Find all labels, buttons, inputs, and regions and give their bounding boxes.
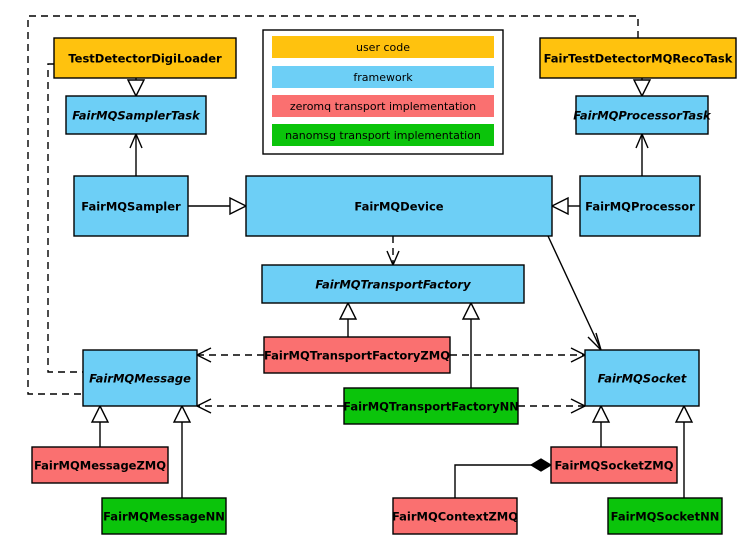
legend-item-framework: framework [272, 66, 494, 88]
node-fairmqtransportfactory[interactable]: FairMQTransportFactory [261, 264, 525, 304]
node-label: FairMQContextZMQ [392, 510, 518, 524]
node-label: FairMQTransportFactory [315, 278, 471, 292]
legend-label: nanomsg transport implementation [285, 129, 481, 142]
arrowhead-recotask-processortask [632, 79, 652, 98]
node-label: FairMQSamplerTask [72, 109, 201, 123]
arrowhead-tfzmq-transportfactory [338, 301, 358, 320]
diamond-socketzmq-contextzmq [529, 458, 553, 472]
arrowhead-tfnn-transportfactory [461, 301, 481, 320]
node-label: FairMQMessage [89, 372, 191, 386]
node-fairmqmessage[interactable]: FairMQMessage [82, 349, 198, 407]
node-label: FairMQTransportFactoryNN [343, 400, 519, 414]
legend-label: framework [353, 71, 413, 84]
node-fairmqsocket[interactable]: FairMQSocket [584, 349, 700, 407]
nodes-layer: TestDetectorDigiLoader FairTestDetectorM… [31, 37, 737, 535]
arrowhead-socketzmq-socket [591, 404, 611, 423]
node-fairmqmessagenn[interactable]: FairMQMessageNN [101, 497, 227, 535]
arrowhead-digiloader-samplertask [126, 79, 146, 98]
node-fairmqsamplertask[interactable]: FairMQSamplerTask [65, 95, 207, 135]
node-label: FairMQTransportFactoryZMQ [264, 349, 450, 363]
node-fairmqprocessor[interactable]: FairMQProcessor [579, 175, 701, 237]
node-fairmqmessagezmq[interactable]: FairMQMessageZMQ [31, 446, 169, 484]
node-label: FairMQSocketZMQ [555, 459, 674, 473]
legend-item-user-code: user code [272, 36, 494, 58]
node-fairmqsocketzmq[interactable]: FairMQSocketZMQ [550, 446, 678, 484]
node-label: FairMQDevice [354, 200, 443, 214]
edge-digiloader-to-message [47, 63, 160, 373]
arrowhead-sampler-device [229, 196, 248, 216]
arrowhead-socketnn-socket [674, 404, 694, 423]
legend-item-nanomsg: nanomsg transport implementation [272, 124, 494, 146]
legend: user code framework zeromq transport imp… [262, 29, 504, 155]
legend-label: user code [356, 41, 410, 54]
node-label: FairMQMessageZMQ [34, 459, 166, 473]
node-fairtestdetectormqrecotask[interactable]: FairTestDetectorMQRecoTask [539, 37, 737, 79]
node-testdetectordigiloader[interactable]: TestDetectorDigiLoader [53, 37, 237, 79]
node-label: TestDetectorDigiLoader [68, 52, 222, 66]
node-label: FairMQSocketNN [611, 510, 720, 524]
arrowhead-processor-device [550, 196, 569, 216]
node-fairmqdevice[interactable]: FairMQDevice [245, 175, 553, 237]
arrowhead-messagenn-message [172, 404, 192, 423]
node-label: FairMQMessageNN [103, 510, 225, 524]
edge-socketzmq-contextzmq [454, 464, 540, 498]
node-label: FairMQProcessor [585, 200, 695, 214]
legend-item-zeromq: zeromq transport implementation [272, 95, 494, 117]
node-label: FairMQSampler [81, 200, 181, 214]
legend-label: zeromq transport implementation [290, 100, 476, 113]
arrowhead-messagezmq-message [90, 404, 110, 423]
node-label: FairMQProcessorTask [573, 109, 712, 123]
edge-device-socket [547, 235, 602, 351]
edge-recotask-to-message [27, 15, 639, 395]
node-fairmqprocessortask[interactable]: FairMQProcessorTask [573, 95, 712, 135]
node-fairmqtransportfactoryzmq[interactable]: FairMQTransportFactoryZMQ [263, 336, 451, 374]
node-fairmqsocketnn[interactable]: FairMQSocketNN [607, 497, 723, 535]
node-fairmqsampler[interactable]: FairMQSampler [73, 175, 189, 237]
node-label: FairTestDetectorMQRecoTask [544, 52, 733, 66]
node-fairmqcontextzmq[interactable]: FairMQContextZMQ [392, 497, 518, 535]
node-fairmqtransportfactorynn[interactable]: FairMQTransportFactoryNN [343, 387, 519, 425]
node-label: FairMQSocket [598, 372, 687, 386]
